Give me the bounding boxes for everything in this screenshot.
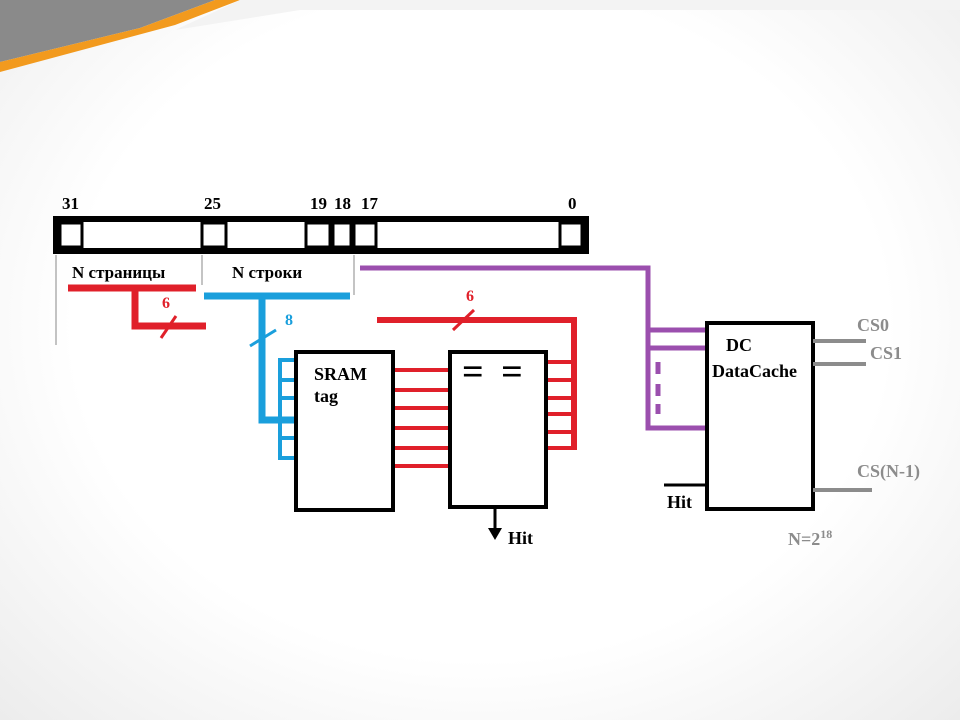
sram-label: SRAM	[314, 364, 367, 384]
cache-address-bus	[360, 265, 708, 431]
page-bus-width: 6	[162, 295, 170, 312]
comparator-hit-label: Hit	[508, 528, 533, 548]
cache-hit-label: Hit	[667, 492, 692, 512]
cache-size-base: N=2	[788, 529, 821, 549]
tag-compare-bus	[377, 308, 577, 450]
line-bus-width: 8	[285, 312, 293, 329]
chip-select-lines	[813, 339, 872, 492]
bit-number-17: 17	[361, 194, 378, 213]
comparator-symbol: = =	[462, 351, 527, 393]
hit-arrow	[488, 507, 502, 540]
page-number-field: N страницы	[72, 263, 166, 282]
cache-size-label: N=218	[788, 528, 832, 548]
line-number-field: N строки	[232, 263, 303, 282]
cache-dc-label: DC	[726, 335, 752, 355]
corner-decoration	[0, 0, 960, 72]
datacache-box	[705, 321, 815, 511]
csn-label: CS(N-1)	[857, 461, 920, 481]
sram-tag-label: tag	[314, 386, 338, 406]
address-register	[53, 216, 589, 345]
cache-size-exponent: 18	[820, 527, 833, 541]
sram-compare-wires	[393, 368, 456, 486]
bit-number-25: 25	[204, 194, 221, 213]
sram-tag-box	[294, 350, 395, 512]
tag-bus-width: 6	[466, 288, 474, 305]
bit-number-18: 18	[334, 194, 351, 213]
line-number-bus	[204, 292, 350, 460]
bit-number-0: 0	[568, 194, 577, 213]
comparator-box	[448, 350, 548, 509]
bit-number-19: 19	[310, 194, 327, 213]
cs1-label: CS1	[870, 343, 903, 363]
cache-name-label: DataCache	[712, 361, 797, 381]
bit-number-31: 31	[62, 194, 79, 213]
cs0-label: CS0	[857, 315, 890, 335]
page-number-bus	[68, 284, 206, 339]
